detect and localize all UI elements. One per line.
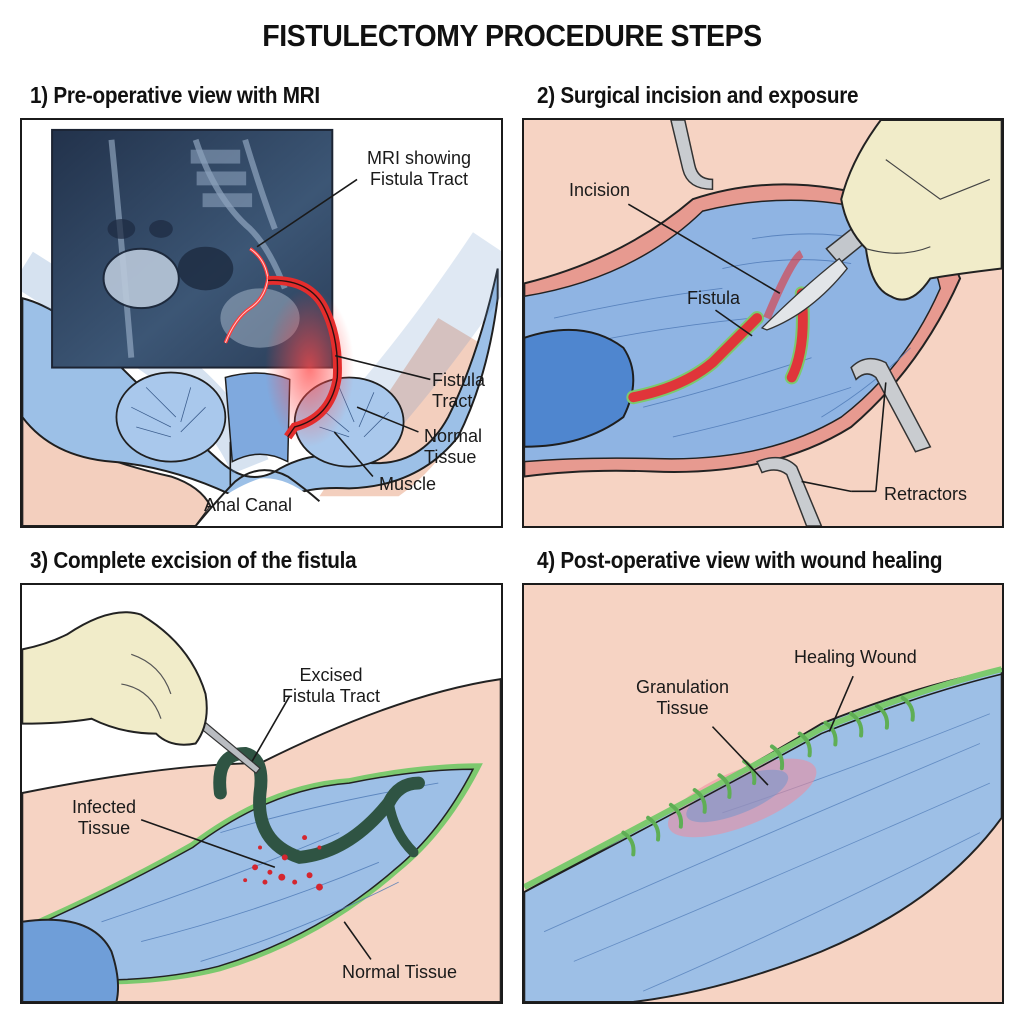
label-infected-tissue: Infected Tissue [72, 797, 136, 839]
label-line: Infected [72, 797, 137, 817]
incision-illustration [524, 120, 1002, 526]
page-title: FISTULECTOMY PROCEDURE STEPS [262, 18, 762, 53]
panel-4-heading: 4) Post-operative view with wound healin… [537, 547, 943, 573]
panel-excision: Excised Fistula Tract Infected Tissue No… [20, 583, 503, 1004]
label-incision: Incision [569, 180, 631, 200]
label-anal-canal: Anal Canal [204, 495, 293, 515]
label-normal-tissue: Normal Tissue [342, 962, 458, 982]
label-normal-tissue: Normal Tissue [424, 426, 482, 468]
label-fistula: Fistula [687, 288, 741, 308]
panel-2-heading: 2) Surgical incision and exposure [537, 82, 859, 108]
panel-postoperative: Healing Wound Granulation Tissue [522, 583, 1004, 1004]
label-line: Tissue [656, 698, 709, 718]
panel-1-heading: 1) Pre-operative view with MRI [30, 82, 320, 108]
label-healing-wound: Healing Wound [794, 647, 917, 667]
infected-tissue-dots [243, 835, 323, 891]
panel-surgical-incision: Incision Fistula Retractors [522, 118, 1004, 528]
gloved-hand [22, 611, 208, 746]
anal-opening [524, 329, 635, 448]
label-line: Granulation [636, 677, 730, 697]
scalpel-blade [760, 257, 848, 331]
label-granulation-tissue: Granulation Tissue [636, 677, 729, 719]
panel-preoperative-mri: MRI showing Fistula Tract Fistula Tract … [20, 118, 503, 528]
label-line: Excised [299, 665, 363, 685]
label-excised-fistula-tract: Excised Fistula Tract [282, 665, 380, 707]
label-fistula-tract: Fistula Tract [432, 370, 485, 412]
label-line: Tract [432, 391, 473, 411]
label-line: Fistula Tract [370, 169, 469, 189]
postoperative-illustration [524, 666, 1002, 1002]
label-line: Normal [424, 426, 483, 446]
label-line: Fistula [432, 370, 486, 390]
label-line: Tissue [424, 447, 477, 467]
sutures [621, 695, 915, 857]
label-retractors: Retractors [884, 484, 968, 504]
retractor-bottom [756, 456, 823, 526]
label-line: Fistula Tract [282, 686, 381, 706]
muscle-left [115, 371, 227, 463]
label-mri-showing-fistula-tract: MRI showing Fistula Tract [367, 148, 471, 190]
label-muscle: Muscle [379, 474, 437, 494]
panel-3-heading: 3) Complete excision of the fistula [30, 547, 357, 573]
preoperative-illustration [22, 128, 501, 526]
anal-canal [22, 918, 120, 1002]
excision-illustration [22, 611, 501, 1002]
label-line: Tissue [77, 818, 131, 838]
retractor-right [850, 357, 932, 453]
label-line: MRI showing [367, 148, 472, 168]
gloved-hand [840, 120, 1002, 301]
retractor-top [670, 120, 714, 191]
